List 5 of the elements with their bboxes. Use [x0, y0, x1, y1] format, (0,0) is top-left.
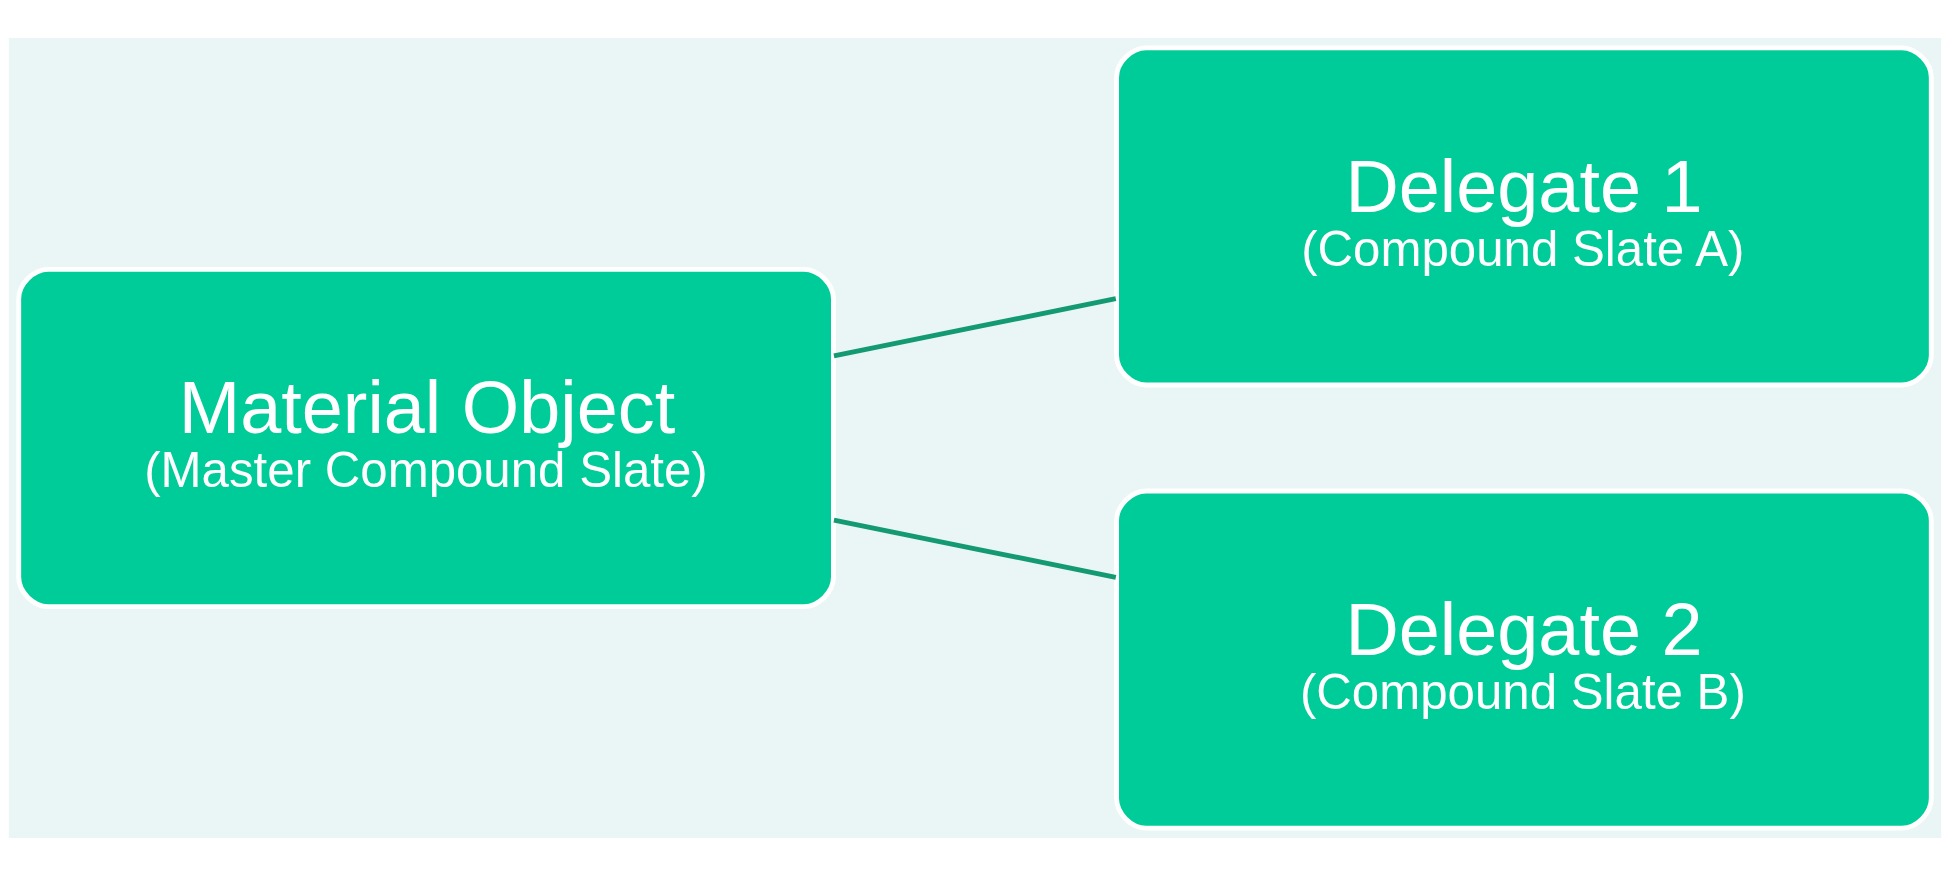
node-box: Delegate 2 (Compound Slate B) — [1114, 488, 1934, 831]
node-box: Material Object (Master Compound Slate) — [16, 266, 836, 610]
connector — [833, 517, 1117, 580]
node-box: Delegate 1 (Compound Slate A) — [1114, 45, 1934, 388]
connector — [833, 296, 1117, 359]
